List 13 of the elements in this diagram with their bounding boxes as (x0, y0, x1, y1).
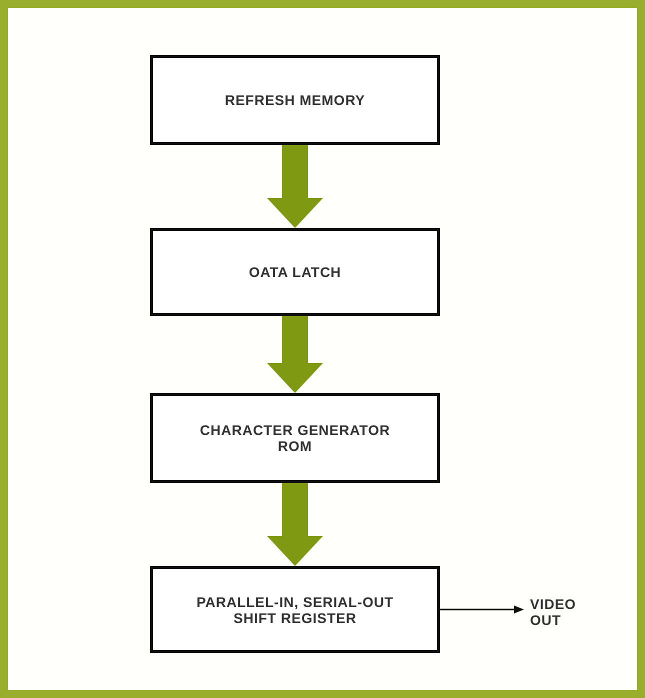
arrow (440, 606, 524, 614)
box-label: REFRESH MEMORY (224, 92, 366, 108)
block-arrow (267, 483, 323, 566)
output-label: VIDEO OUT (530, 596, 578, 628)
block-arrow (267, 316, 323, 393)
process-box (150, 393, 440, 483)
process-box (150, 566, 440, 653)
box-label: PARALLEL-IN, SERIAL-OUT SHIFT REGISTER (195, 594, 395, 626)
process-box (150, 228, 440, 316)
process-box (150, 55, 440, 145)
block-arrow (267, 145, 323, 228)
box-label: CHARACTER GENERATOR ROM (198, 422, 392, 454)
box-label: OATA LATCH (248, 264, 342, 280)
